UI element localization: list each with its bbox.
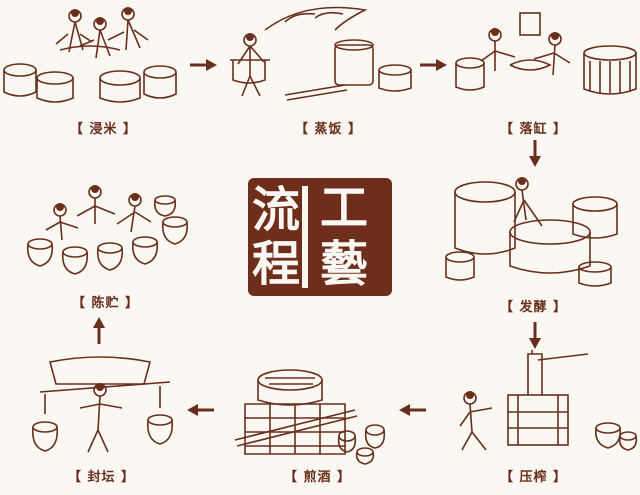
seal-jar-illustration (31, 356, 174, 453)
steam-rice-illustration (230, 6, 412, 101)
into-vat-illustration (455, 12, 637, 95)
arrow-left-icon (399, 404, 426, 416)
step-label-fermentation: 【 发酵 】 (500, 300, 568, 315)
seal-divider (302, 186, 308, 288)
step-label-heat-wine: 【 煎酒 】 (284, 470, 352, 485)
process-title-seal: 流 程 工 藝 (248, 178, 392, 296)
step-label-into-vat: 【 落缸 】 (500, 122, 568, 137)
step-label-pressing: 【 压榨 】 (500, 470, 568, 485)
step-label-seal-jar: 【 封坛 】 (68, 470, 136, 485)
seal-char-process: 程 (252, 236, 301, 292)
step-label-steam-rice: 【 蒸饭 】 (295, 122, 363, 137)
seal-char-flow: 流 (252, 182, 301, 238)
seal-char-art: 藝 (320, 236, 369, 292)
step-label-soak-rice: 【 浸米 】 (70, 122, 138, 137)
pressing-illustration (459, 350, 638, 451)
arrow-down-icon (529, 140, 541, 167)
arrow-right-icon (190, 59, 217, 71)
arrow-left-icon (187, 404, 214, 416)
arrow-down-icon (529, 322, 541, 349)
arrow-up-icon (93, 317, 105, 344)
heat-wine-illustration (234, 369, 386, 465)
aging-storage-illustration (26, 185, 189, 275)
step-label-aging-storage: 【 陈贮 】 (72, 296, 140, 311)
soak-rice-illustration (3, 7, 177, 103)
fermentation-illustration (445, 177, 618, 287)
seal-char-craft: 工 (320, 180, 369, 236)
arrow-right-icon (420, 59, 447, 71)
